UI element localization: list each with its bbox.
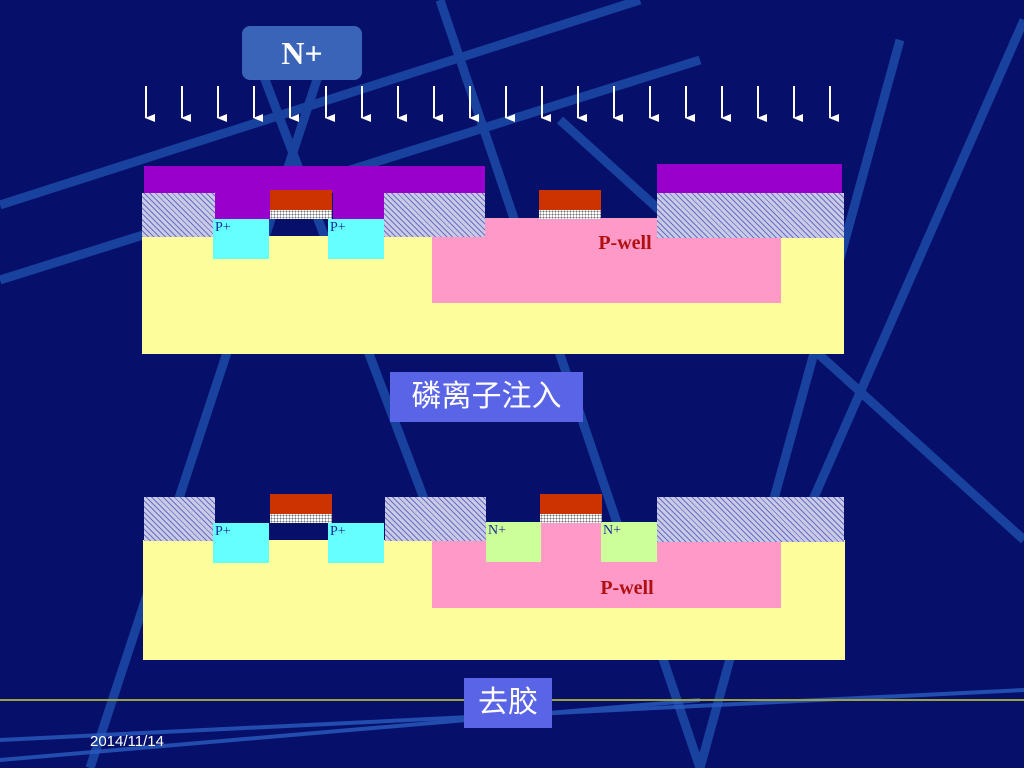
bottom-nmos-gate-oxide bbox=[540, 514, 602, 523]
bottom-p-plus-left: P+ bbox=[213, 523, 269, 563]
top-field-oxide-right bbox=[657, 193, 844, 238]
bottom-field-oxide-left bbox=[144, 497, 215, 541]
top-nmos-gate bbox=[539, 190, 601, 210]
top-nmos-gate-oxide bbox=[539, 210, 601, 219]
top-p-plus-right: P+ bbox=[328, 219, 384, 259]
bottom-nmos-gate bbox=[540, 494, 602, 514]
caption-phosphorus-implant: 磷离子注入 bbox=[390, 372, 583, 422]
implant-arrows bbox=[145, 86, 839, 122]
bottom-n-plus-right-label: N+ bbox=[603, 523, 622, 538]
top-photoresist-right-notch bbox=[333, 192, 384, 219]
bottom-n-plus-left-label: N+ bbox=[488, 523, 507, 538]
bottom-p-plus-right: P+ bbox=[328, 523, 384, 563]
bottom-n-plus-left: N+ bbox=[486, 522, 541, 562]
bottom-p-well-label: P-well bbox=[600, 577, 654, 599]
bottom-p-plus-left-label: P+ bbox=[215, 524, 231, 539]
top-photoresist-left-notch bbox=[215, 192, 270, 219]
top-pmos-gate bbox=[270, 190, 332, 210]
implant-type-label: N+ bbox=[242, 26, 362, 80]
top-photoresist-right bbox=[657, 164, 842, 193]
bottom-n-plus-right: N+ bbox=[601, 522, 657, 562]
bottom-field-oxide-right bbox=[657, 497, 844, 542]
top-p-plus-left-label: P+ bbox=[215, 220, 231, 235]
caption-strip-resist: 去胶 bbox=[464, 678, 552, 728]
top-photoresist-left bbox=[144, 166, 485, 193]
top-field-oxide-middle bbox=[384, 193, 485, 237]
top-pmos-gate-oxide bbox=[270, 210, 332, 219]
bottom-p-plus-right-label: P+ bbox=[330, 524, 346, 539]
top-field-oxide-left bbox=[142, 193, 215, 237]
bottom-field-oxide-middle bbox=[385, 497, 486, 541]
bottom-pmos-gate-oxide bbox=[270, 514, 332, 523]
footer-date: 2014/11/14 bbox=[90, 733, 164, 750]
bottom-pmos-gate bbox=[270, 494, 332, 514]
top-p-plus-right-label: P+ bbox=[330, 220, 346, 235]
top-p-plus-left: P+ bbox=[213, 219, 269, 259]
top-p-well-label: P-well bbox=[598, 232, 652, 254]
